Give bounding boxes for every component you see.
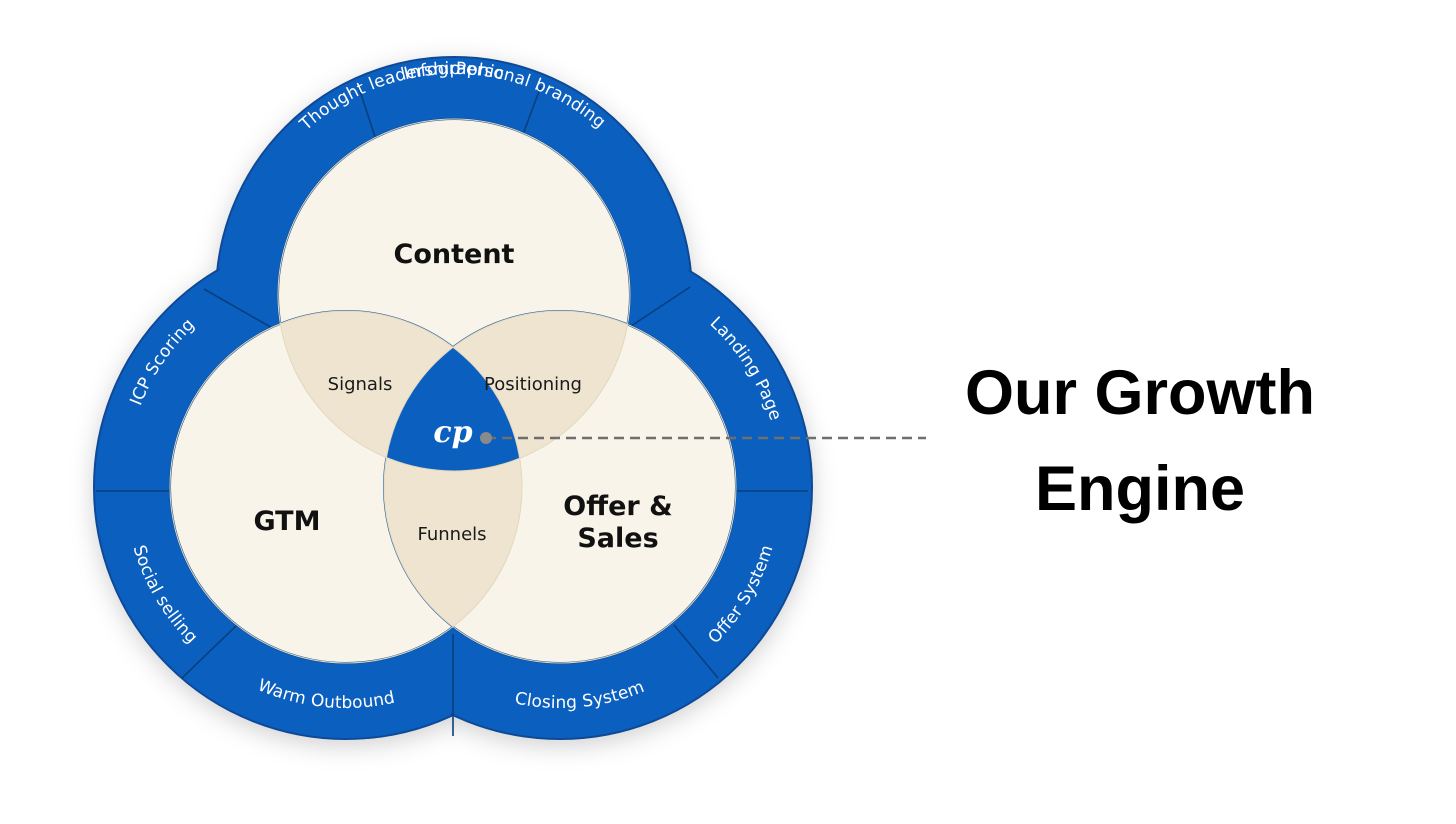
overlap-label-positioning: Positioning	[484, 374, 582, 395]
headline-line1: Our Growth	[965, 358, 1315, 428]
cp-logo-icon: cp	[433, 415, 472, 450]
center-region	[384, 311, 522, 471]
circle-title-gtm: GTM	[254, 506, 321, 537]
circle-title-content: Content	[394, 239, 515, 270]
headline: Our Growth Engine	[905, 345, 1375, 537]
connector	[480, 432, 926, 444]
overlap-label-signals: Signals	[328, 374, 393, 395]
connector-dot	[480, 432, 492, 444]
overlap-label-funnels: Funnels	[417, 524, 486, 545]
circle-title-offer-line2: Sales	[577, 523, 658, 554]
circle-title-offer-line1: Offer &	[563, 491, 672, 522]
headline-line2: Engine	[1034, 454, 1245, 524]
